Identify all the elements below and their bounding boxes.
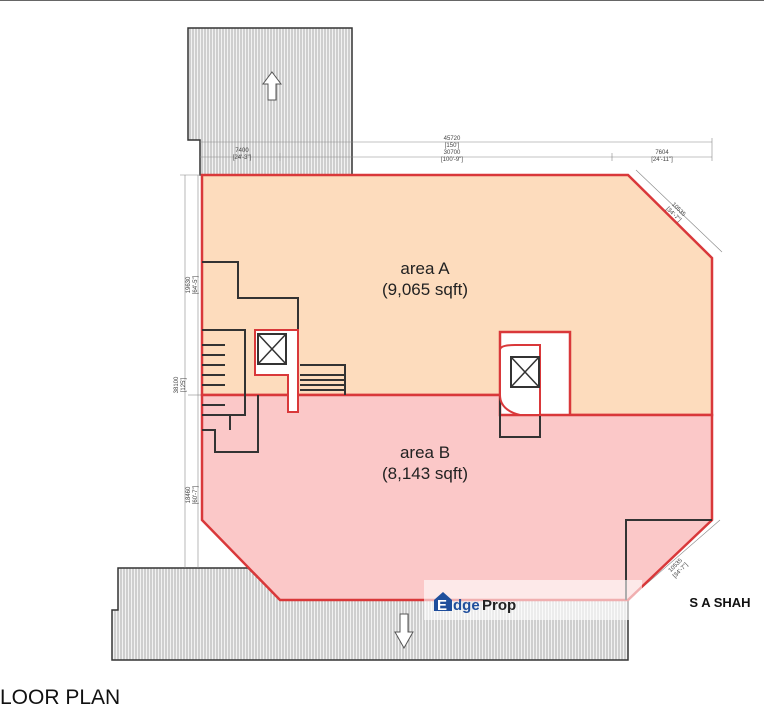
dim-lower-height-imp: [60'-7"] xyxy=(193,485,199,504)
svg-text:dge: dge xyxy=(453,597,480,614)
svg-text:E: E xyxy=(437,597,447,614)
dim-left-seg: 7400 xyxy=(235,148,249,154)
area-b-size: (8,143 sqft) xyxy=(382,464,468,483)
dim-height: 38100 xyxy=(174,376,180,393)
area-a-size: (9,065 sqft) xyxy=(382,280,468,299)
area-b-label: area B xyxy=(400,443,450,462)
top-ramp xyxy=(187,27,353,176)
dim-overall-imp: [150'] xyxy=(445,143,460,149)
plan-title: LOOR PLAN xyxy=(0,686,120,709)
area-a-label: area A xyxy=(400,259,450,278)
up-arrow-icon xyxy=(262,71,282,101)
dim-height-imp: [125'] xyxy=(181,377,187,392)
core-walls xyxy=(202,261,541,453)
svg-text:Prop: Prop xyxy=(482,597,516,614)
watermark-band xyxy=(424,580,642,620)
down-arrow-icon xyxy=(394,613,414,650)
dim-right-seg: 7604 xyxy=(655,150,669,156)
dim-upper-height: 19630 xyxy=(186,276,192,293)
corner-wall xyxy=(625,519,712,600)
dim-right-seg-imp: [24'-11"] xyxy=(651,157,673,163)
dim-overall: 45720 xyxy=(444,136,461,142)
lift-icon xyxy=(510,356,540,388)
dim-upper-height-imp: [64'-5"] xyxy=(193,275,199,294)
agent-name: S A SHAH xyxy=(689,595,750,610)
dim-mid-seg-imp: [100'-9"] xyxy=(441,157,463,163)
edgeprop-logo: E dge Prop xyxy=(434,592,516,614)
dim-mid-seg: 30700 xyxy=(444,150,461,156)
dim-lower-height: 18460 xyxy=(186,486,192,503)
lift-icon xyxy=(257,333,287,365)
dim-left-seg-imp: [24'-3"] xyxy=(233,155,252,161)
area-b[interactable] xyxy=(200,393,714,602)
